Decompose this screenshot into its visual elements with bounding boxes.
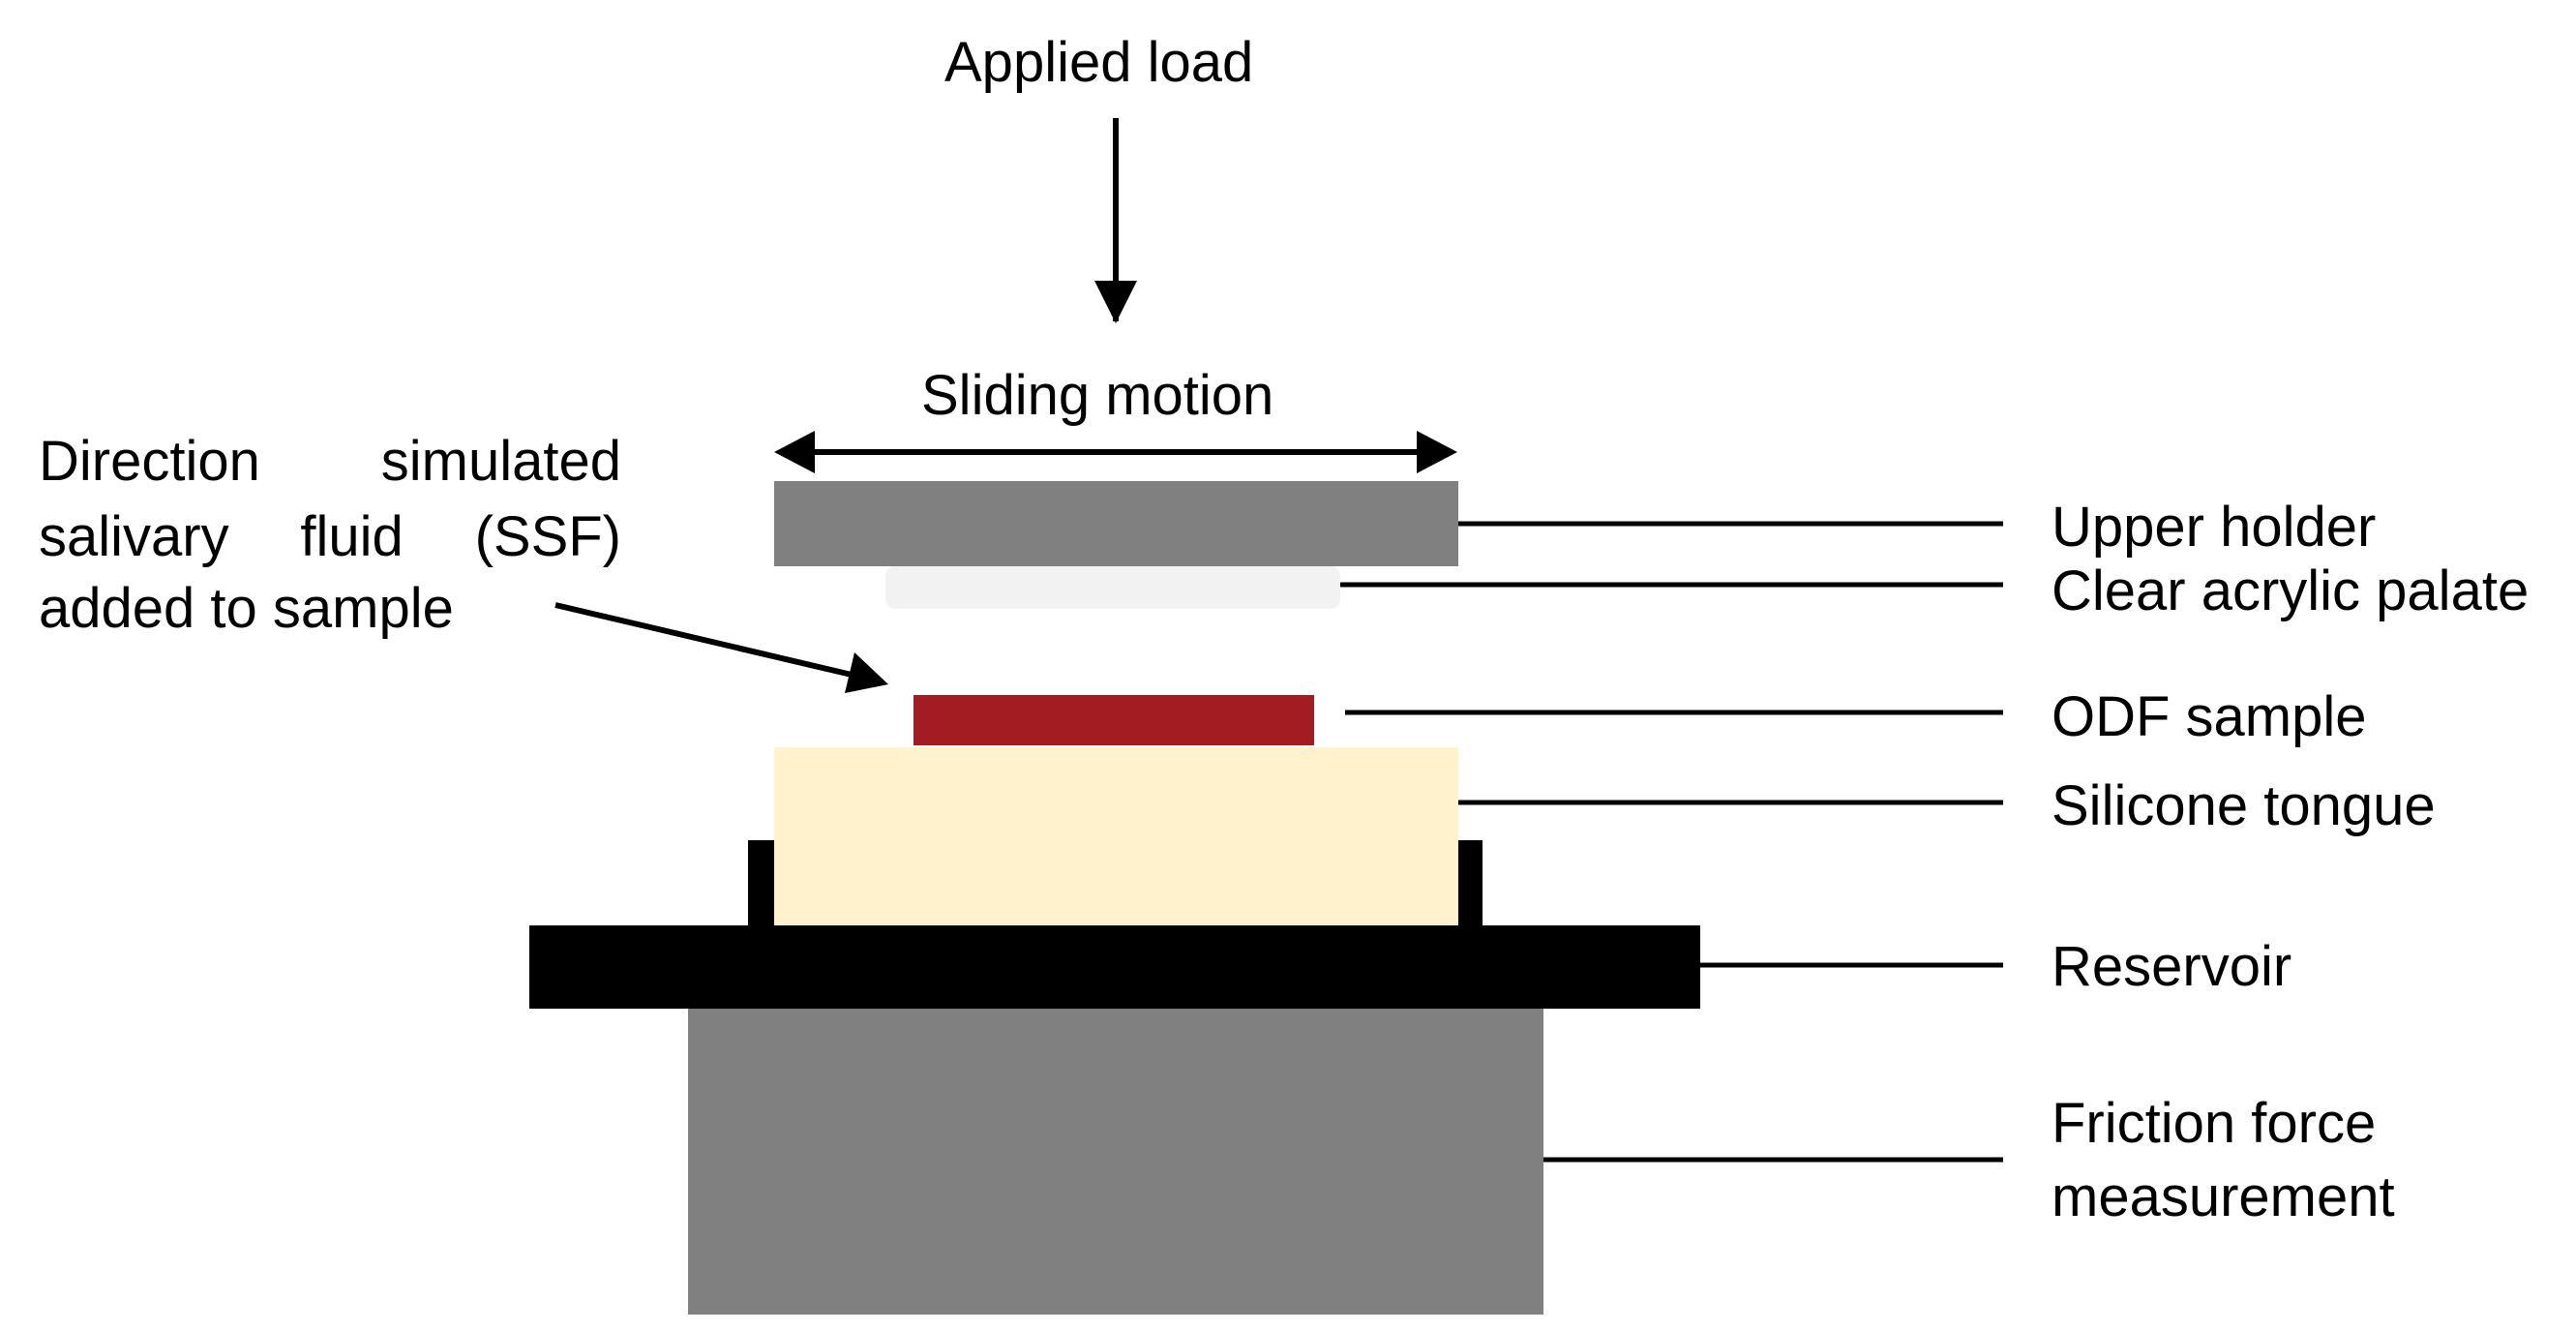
clear-acrylic-palate-block bbox=[885, 566, 1340, 609]
sliding-motion-arrowhead-left bbox=[774, 431, 815, 473]
odf-sample-block bbox=[914, 695, 1314, 745]
friction-force-label-line-2: measurement bbox=[2052, 1165, 2395, 1228]
reservoir-wall-right bbox=[1458, 840, 1483, 927]
reservoir-wall-left bbox=[748, 840, 774, 927]
silicone-tongue-block bbox=[774, 747, 1458, 927]
sliding-motion-label: Sliding motion bbox=[921, 364, 1274, 427]
odf-sample-label: ODF sample bbox=[2052, 685, 2367, 748]
ssf-label-line-1: Direction simulated bbox=[39, 430, 621, 493]
friction-force-label-line-1: Friction force bbox=[2052, 1092, 2377, 1155]
friction-force-block bbox=[688, 1009, 1543, 1315]
upper-holder-block bbox=[774, 481, 1458, 566]
sliding-motion-arrowhead-right bbox=[1417, 431, 1457, 473]
ssf-label-line-2: salivary fluid (SSF) bbox=[39, 505, 621, 568]
reservoir-block bbox=[529, 925, 1700, 1009]
ssf-label-line-3: added to sample bbox=[39, 577, 454, 640]
applied-load-label: Applied load bbox=[944, 31, 1254, 94]
upper-holder-label: Upper holder bbox=[2052, 496, 2377, 559]
ssf-direction-arrow bbox=[554, 602, 853, 678]
clear-acrylic-palate-label: Clear acrylic palate bbox=[2052, 560, 2530, 622]
applied-load-arrowhead bbox=[1094, 281, 1137, 323]
ssf-direction-arrowhead bbox=[845, 652, 888, 693]
silicone-tongue-label: Silicone tongue bbox=[2052, 774, 2436, 837]
reservoir-label: Reservoir bbox=[2052, 935, 2292, 998]
